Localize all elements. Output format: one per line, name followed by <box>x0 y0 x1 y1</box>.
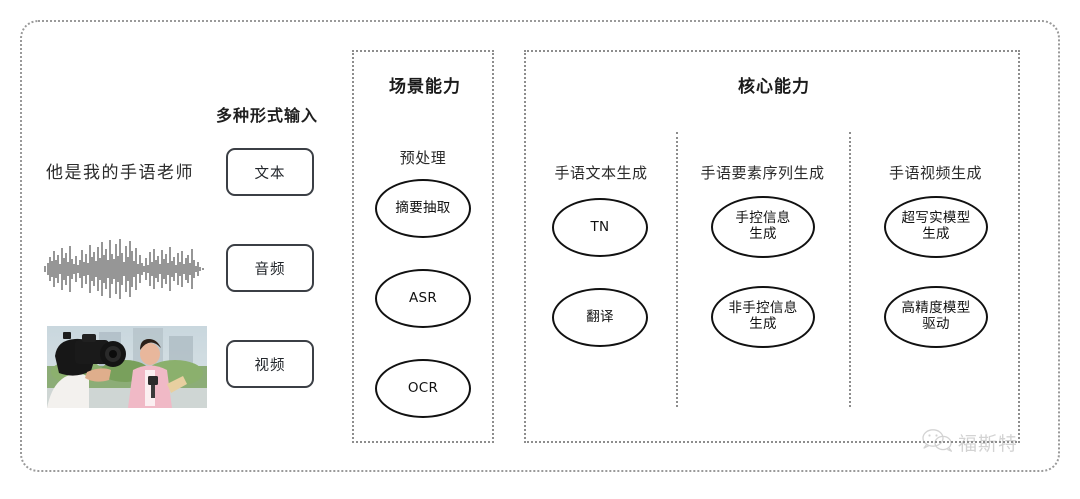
scene-column-preprocess-label: 预处理 <box>399 149 447 167</box>
core-column-sign-video-generation-label: 手语视频生成 <box>888 164 982 182</box>
node-hyperrealistic-model-generation[interactable]: 超写实模型 生成 <box>884 196 988 258</box>
input-modality-video-label: 视频 <box>254 357 286 374</box>
wechat-icon <box>922 428 953 456</box>
scene-capability-section: 场景能力 预处理 摘要抽取 ASR OCR <box>352 50 494 443</box>
audio-waveform-image <box>40 236 210 302</box>
node-label-line1: 手控信息 <box>735 210 791 227</box>
node-tn[interactable]: TN <box>552 198 648 257</box>
input-modality-audio[interactable]: 音频 <box>226 244 314 292</box>
node-label: OCR <box>407 379 439 396</box>
node-asr[interactable]: ASR <box>375 269 471 328</box>
node-label-line2: 驱动 <box>922 316 950 332</box>
scene-capability-title: 场景能力 <box>389 77 461 97</box>
video-thumbnail-image <box>47 326 207 408</box>
watermark: 福斯特 <box>922 428 1018 456</box>
node-label-line2: 生成 <box>922 226 950 242</box>
core-capability-title: 核心能力 <box>738 77 810 97</box>
node-non-manual-signal-generation[interactable]: 非手控信息 生成 <box>711 286 815 348</box>
watermark-text: 福斯特 <box>958 432 1019 455</box>
core-column-divider-1 <box>676 132 678 407</box>
input-panel-heading: 多种形式输入 <box>216 106 319 125</box>
node-label-line2: 生成 <box>749 226 777 242</box>
node-high-precision-model-driving[interactable]: 高精度模型 驱动 <box>884 286 988 348</box>
node-label: 摘要抽取 <box>395 199 451 216</box>
outer-frame <box>20 20 1060 472</box>
node-label: 翻译 <box>586 308 614 325</box>
node-label: TN <box>590 218 610 235</box>
node-label-line1: 超写实模型 <box>901 210 971 227</box>
sample-sentence-text: 他是我的手语老师 <box>46 163 194 183</box>
input-modality-text[interactable]: 文本 <box>226 148 314 196</box>
core-column-sign-text-generation-label: 手语文本生成 <box>554 164 648 182</box>
core-column-sign-element-sequence-label: 手语要素序列生成 <box>700 164 825 182</box>
node-manual-signal-generation[interactable]: 手控信息 生成 <box>711 196 815 258</box>
core-column-divider-2 <box>849 132 851 407</box>
node-label-line1: 非手控信息 <box>728 300 798 317</box>
input-modality-audio-label: 音频 <box>254 261 286 278</box>
node-label-line1: 高精度模型 <box>901 300 971 317</box>
node-label: ASR <box>408 289 438 306</box>
input-modality-video[interactable]: 视频 <box>226 340 314 388</box>
node-ocr[interactable]: OCR <box>375 359 471 418</box>
input-modality-text-label: 文本 <box>254 165 286 182</box>
node-translation[interactable]: 翻译 <box>552 288 648 347</box>
core-capability-section: 核心能力 手语文本生成 TN 翻译 手语要素序列生成 手控信息 生成 <box>524 50 1020 443</box>
node-label-line2: 生成 <box>749 316 777 332</box>
node-summary-extraction[interactable]: 摘要抽取 <box>375 179 471 238</box>
